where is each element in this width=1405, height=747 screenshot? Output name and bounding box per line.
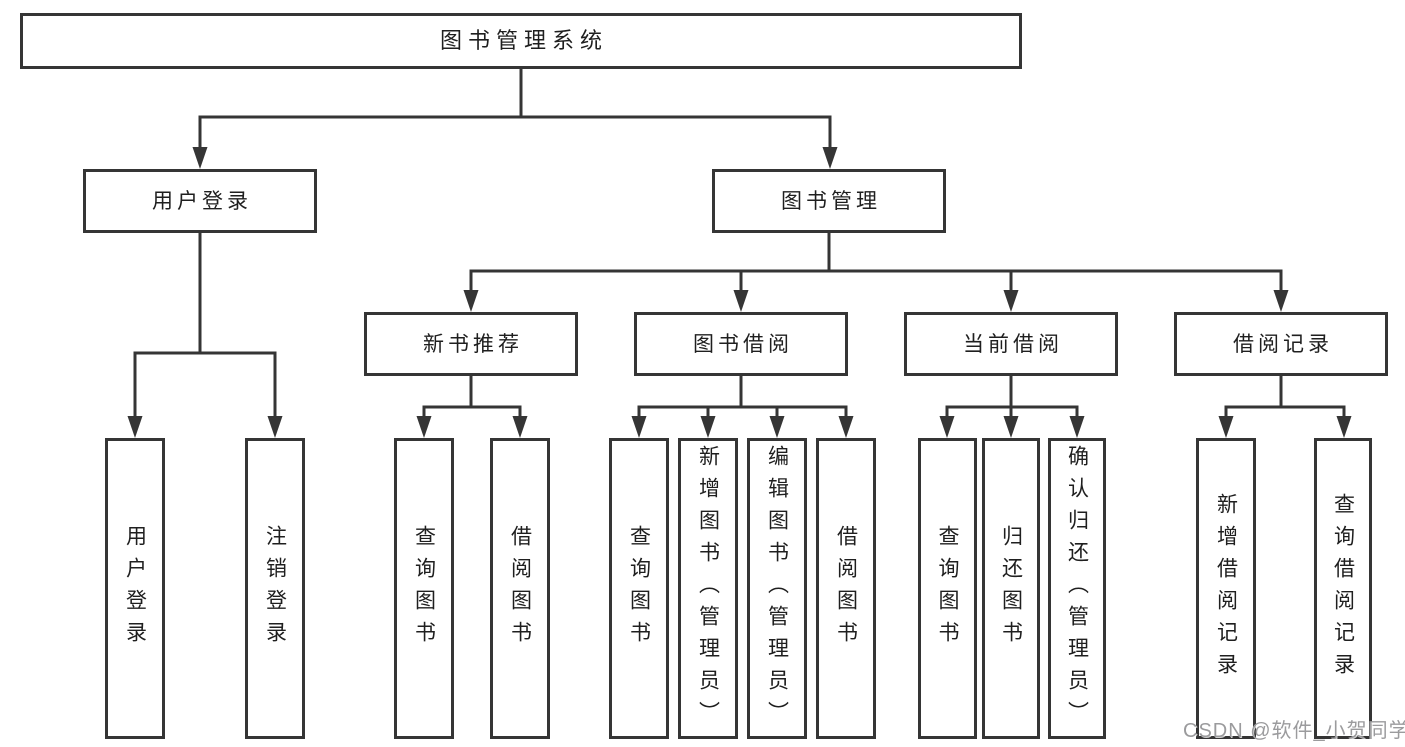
leaf-current-return: 归还图书 bbox=[982, 438, 1040, 739]
node-book-borrow: 图书借阅 bbox=[634, 312, 848, 376]
leaf-user-login: 用户登录 bbox=[105, 438, 165, 739]
node-user-login: 用户登录 bbox=[83, 169, 317, 233]
connector-book-borrow-children bbox=[637, 374, 848, 432]
leaf-record-query: 查询借阅记录 bbox=[1314, 438, 1372, 739]
leaf-newbook-borrow: 借阅图书 bbox=[490, 438, 550, 739]
leaf-borrow-edit-label: 编辑图书（管理员） bbox=[765, 444, 789, 733]
leaf-current-query-label: 查询图书 bbox=[936, 524, 959, 653]
leaf-record-add: 新增借阅记录 bbox=[1196, 438, 1256, 739]
connector-root-to-level1 bbox=[198, 67, 832, 165]
node-new-book-label: 新书推荐 bbox=[423, 332, 523, 356]
leaf-borrow-query-label: 查询图书 bbox=[627, 524, 651, 653]
leaf-borrow-book: 借阅图书 bbox=[816, 438, 876, 739]
arrowheads bbox=[127, 147, 1352, 438]
leaf-newbook-query-label: 查询图书 bbox=[412, 524, 436, 653]
node-current-borrow: 当前借阅 bbox=[904, 312, 1118, 376]
leaf-borrow-edit: 编辑图书（管理员） bbox=[747, 438, 807, 739]
node-book-mgmt: 图书管理 bbox=[712, 169, 946, 233]
leaf-newbook-query: 查询图书 bbox=[394, 438, 454, 739]
leaf-borrow-book-label: 借阅图书 bbox=[834, 524, 858, 653]
leaf-current-confirm: 确认归还（管理员） bbox=[1048, 438, 1106, 739]
leaf-logout-label: 注销登录 bbox=[263, 524, 287, 653]
node-root: 图书管理系统 bbox=[20, 13, 1022, 69]
node-current-borrow-label: 当前借阅 bbox=[963, 332, 1063, 356]
connector-book-mgmt-children bbox=[469, 231, 1283, 307]
connector-user-login-children bbox=[133, 231, 277, 432]
leaf-user-login-label: 用户登录 bbox=[123, 524, 147, 653]
connector-borrow-record-children bbox=[1224, 374, 1346, 432]
node-book-borrow-label: 图书借阅 bbox=[693, 332, 793, 356]
leaf-logout: 注销登录 bbox=[245, 438, 305, 739]
leaf-newbook-borrow-label: 借阅图书 bbox=[508, 524, 532, 653]
connector-new-book-children bbox=[422, 374, 522, 432]
node-borrow-record: 借阅记录 bbox=[1174, 312, 1388, 376]
node-new-book: 新书推荐 bbox=[364, 312, 578, 376]
leaf-current-query: 查询图书 bbox=[918, 438, 977, 739]
leaf-current-confirm-label: 确认归还（管理员） bbox=[1065, 444, 1089, 733]
leaf-current-return-label: 归还图书 bbox=[999, 524, 1023, 653]
leaf-borrow-add: 新增图书（管理员） bbox=[678, 438, 738, 739]
leaf-record-query-label: 查询借阅记录 bbox=[1331, 492, 1355, 685]
leaf-record-add-label: 新增借阅记录 bbox=[1214, 492, 1238, 685]
node-book-mgmt-label: 图书管理 bbox=[781, 189, 881, 213]
watermark: CSDN @软件_小贺同学 bbox=[1183, 720, 1405, 742]
leaf-borrow-add-label: 新增图书（管理员） bbox=[696, 444, 720, 733]
node-borrow-record-label: 借阅记录 bbox=[1233, 332, 1333, 356]
leaf-borrow-query: 查询图书 bbox=[609, 438, 669, 739]
node-root-label: 图书管理系统 bbox=[439, 28, 608, 53]
node-user-login-label: 用户登录 bbox=[152, 189, 252, 213]
